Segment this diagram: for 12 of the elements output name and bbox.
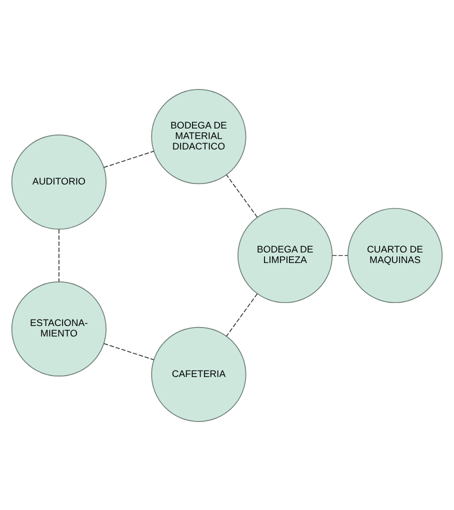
connector <box>226 292 258 336</box>
node-circle: CAFETERIA <box>151 326 246 422</box>
node-circle: ESTACIONA- MIENTO <box>11 280 107 376</box>
connector <box>104 150 154 168</box>
node-circle: CUARTO DE MAQUINAS <box>347 207 443 303</box>
connector <box>104 342 154 360</box>
node-circle: BODEGA DE MATERIAL DIDACTICO <box>151 88 246 184</box>
connector <box>226 174 258 218</box>
connector <box>58 228 60 282</box>
connector <box>332 254 348 256</box>
node-circle: AUDITORIO <box>11 134 107 230</box>
node-circle: BODEGA DE LIMPIEZA <box>238 207 333 303</box>
